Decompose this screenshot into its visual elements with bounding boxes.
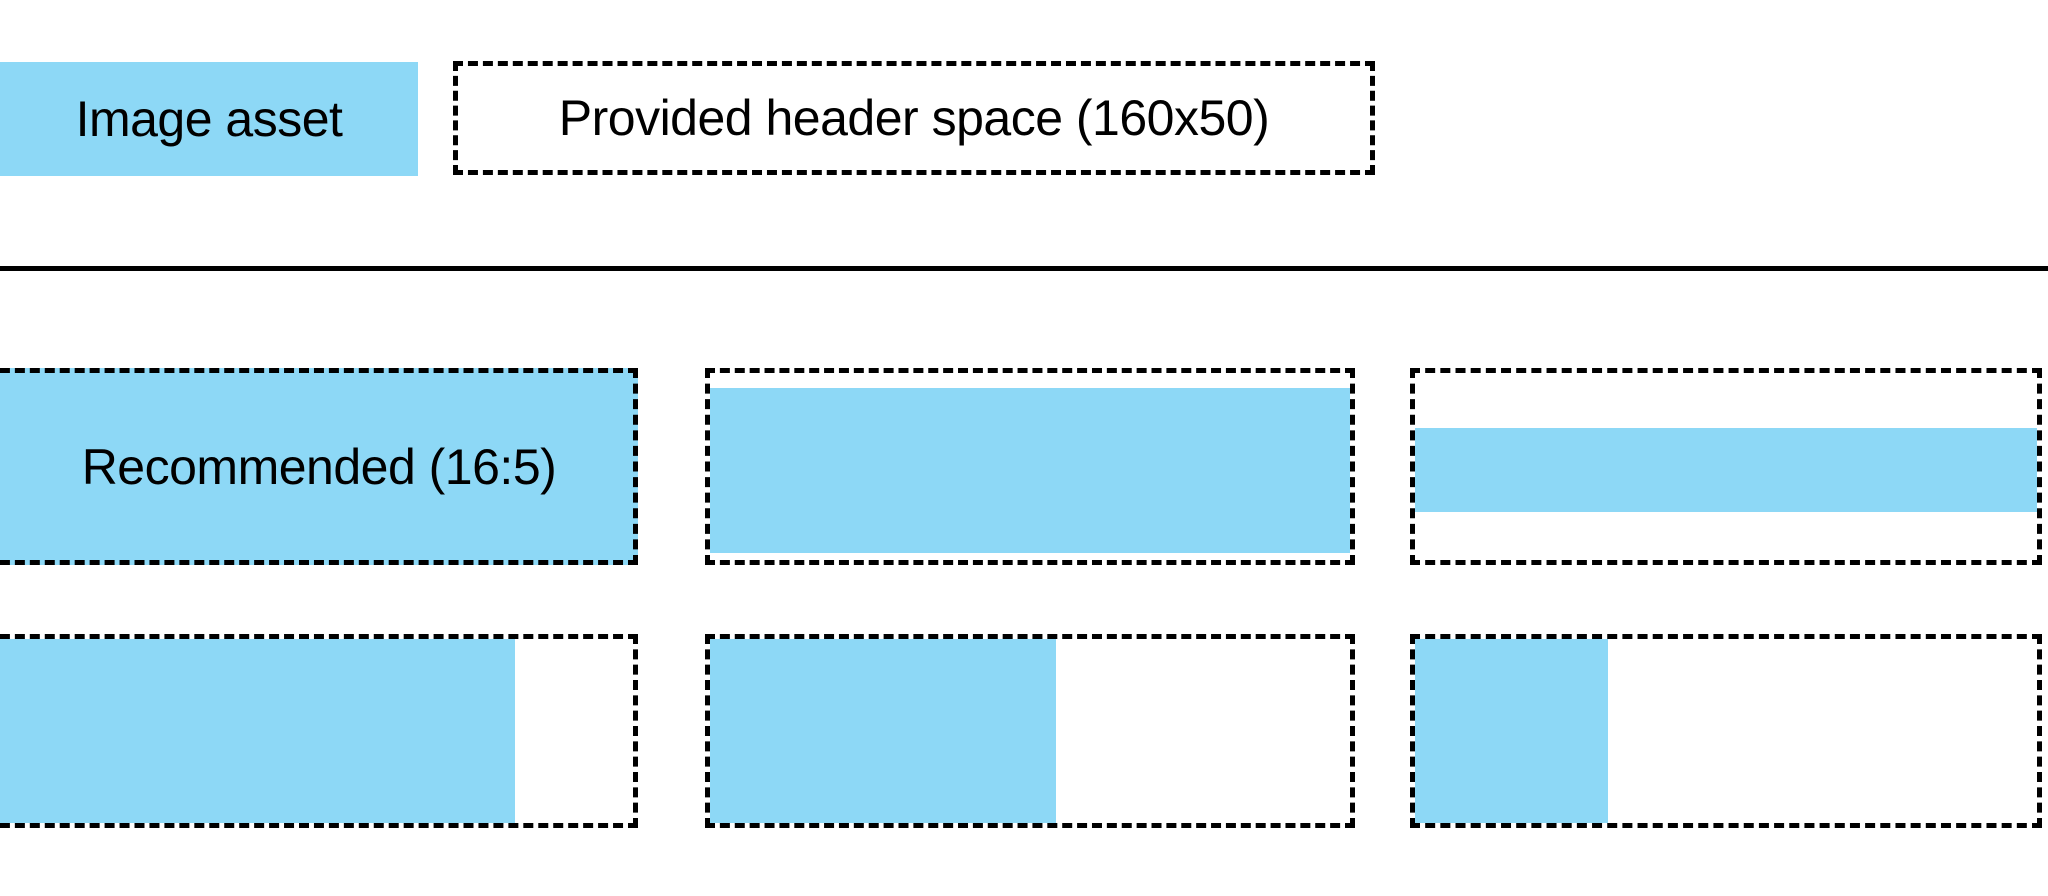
example-wide-asset-large [705,368,1355,565]
image-asset-swatch: Image asset [0,62,418,176]
image-asset-fill [1415,639,1608,823]
example-tall-asset-small [1410,634,2042,828]
divider-line [0,266,2048,271]
example-wide-asset-small [1410,368,2042,565]
header-space-label: Provided header space (160x50) [558,90,1270,146]
image-asset-label: Image asset [75,91,343,147]
example-recommended-16-5: Recommended (16:5) [0,368,638,565]
example-tall-asset-large [0,634,638,828]
image-asset-fill [710,388,1350,553]
image-asset-fill [1415,428,2037,512]
image-asset-fill [710,639,1056,823]
header-space-box: Provided header space (160x50) [453,61,1375,175]
recommended-label: Recommended (16:5) [81,438,557,495]
example-tall-asset-medium [705,634,1355,828]
image-asset-fill [0,639,515,823]
